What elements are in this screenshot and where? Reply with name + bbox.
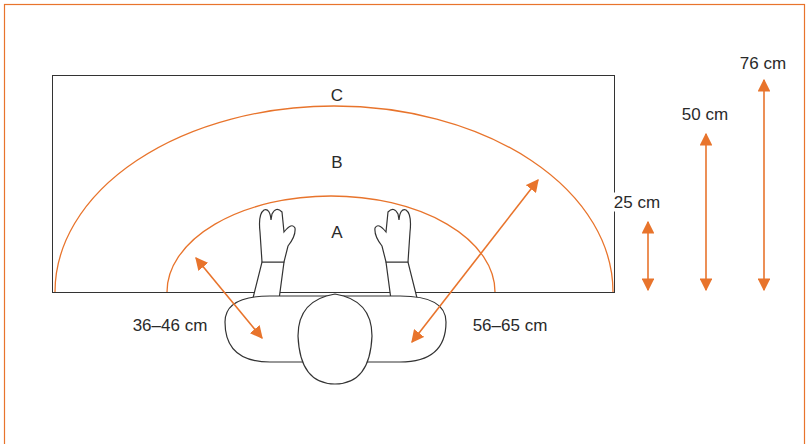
frame xyxy=(5,5,805,444)
dimension-label: 56–65 cm xyxy=(470,316,551,335)
zone-letter: A xyxy=(328,223,345,242)
dimension-label: 36–46 cm xyxy=(130,316,211,335)
zone-letter: C xyxy=(328,86,346,105)
zone-a-arc xyxy=(167,196,495,292)
dimension-label: 76 cm xyxy=(737,54,789,73)
desk-outline xyxy=(53,76,615,293)
zone-letter: B xyxy=(328,153,345,172)
dimension-arrows xyxy=(196,80,764,342)
person-figure xyxy=(225,209,446,384)
zone-c-arc xyxy=(55,106,613,292)
dimension-label: 50 cm xyxy=(679,105,731,124)
dimension-label: 25 cm xyxy=(611,193,663,212)
